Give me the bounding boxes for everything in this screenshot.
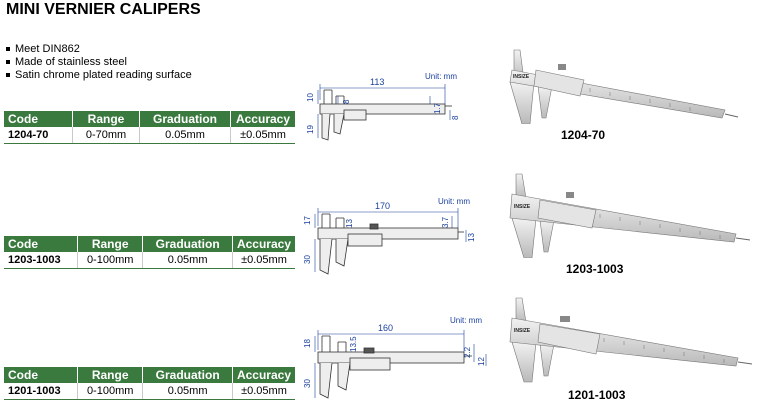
header-range: Range: [77, 367, 144, 383]
scale-ticks: [589, 88, 691, 111]
photo-label: 1201-1003: [568, 388, 626, 402]
dimension-drawing-1203-1003: Unit: mm 170 17 13 30 3.7 13: [303, 197, 476, 275]
dim-d2: 13.5: [349, 336, 358, 352]
caliper-photo-1204-70: INSIZE: [509, 49, 739, 124]
cell-range: 0-100mm: [77, 252, 144, 269]
brand-mark: INSIZE: [514, 204, 531, 210]
cell-accuracy: ±0.05mm: [232, 383, 295, 400]
header-graduation: Graduation: [142, 367, 233, 383]
page-title: MINI VERNIER CALIPERS: [6, 1, 201, 18]
table-row: 1203-1003 0-100mm 0.05mm ±0.05mm: [4, 252, 295, 269]
unit-label: Unit: mm: [438, 197, 470, 206]
dim-d1: 17: [303, 216, 312, 225]
feature-item: Satin chrome plated reading surface: [6, 69, 192, 82]
header-graduation: Graduation: [142, 236, 233, 252]
header-accuracy: Accuracy: [232, 236, 295, 252]
header-code: Code: [4, 367, 79, 383]
header-code: Code: [4, 111, 73, 127]
table-row: 1204-70 0-70mm 0.05mm ±0.05mm: [4, 127, 295, 144]
dim-d1: 18: [303, 339, 312, 348]
feature-item: Made of stainless steel: [6, 56, 192, 69]
header-range: Range: [72, 111, 140, 127]
dim-d1: 10: [306, 93, 315, 102]
cell-graduation: 0.05mm: [142, 252, 233, 269]
dim-length: 113: [370, 77, 384, 87]
caliper-photo-1203-1003: INSIZE: [509, 173, 751, 258]
dim-d4: 3.7: [441, 216, 450, 228]
feature-item: Meet DIN862: [6, 43, 192, 56]
cell-range: 0-70mm: [72, 127, 140, 144]
cell-code: 1203-1003: [4, 252, 79, 269]
spec-table-1203-1003: Code Range Graduation Accuracy 1203-1003…: [4, 236, 295, 269]
dim-d4: 2.2: [463, 346, 472, 358]
dim-d3: 30: [303, 379, 312, 388]
table-row: 1201-1003 0-100mm 0.05mm ±0.05mm: [4, 383, 295, 400]
header-range: Range: [77, 236, 144, 252]
cell-graduation: 0.05mm: [142, 383, 233, 400]
dimension-drawing-1204-70: Unit: mm 113 10 8 19 1.7 8: [306, 72, 460, 141]
dim-d3: 30: [303, 255, 312, 264]
scale-ticks: [603, 338, 725, 363]
photo-label: 1203-1003: [566, 262, 624, 276]
cell-graduation: 0.05mm: [139, 127, 231, 144]
brand-mark: INSIZE: [513, 74, 530, 80]
unit-label: Unit: mm: [425, 72, 457, 81]
spec-table-1201-1003: Code Range Graduation Accuracy 1201-1003…: [4, 367, 295, 400]
cell-accuracy: ±0.05mm: [230, 127, 295, 144]
scale-ticks: [599, 214, 721, 239]
dim-d4: 1.7: [433, 102, 442, 114]
header-graduation: Graduation: [139, 111, 231, 127]
header-accuracy: Accuracy: [230, 111, 295, 127]
dimension-drawing-1201-1003: Unit: mm 160 18 13.5 30 2.2 12: [303, 316, 487, 399]
header-code: Code: [4, 236, 79, 252]
dim-d5: 12: [477, 357, 486, 366]
feature-list: Meet DIN862 Made of stainless steel Sati…: [6, 43, 192, 82]
dim-d3: 19: [306, 125, 315, 134]
dim-d5: 13: [467, 233, 476, 242]
dim-d2: 13: [345, 219, 354, 228]
unit-label: Unit: mm: [450, 316, 482, 325]
header-accuracy: Accuracy: [232, 367, 295, 383]
spec-table-1204-70: Code Range Graduation Accuracy 1204-70 0…: [4, 111, 295, 144]
dim-d5: 8: [451, 115, 460, 120]
photo-label: 1204-70: [561, 128, 606, 142]
dim-length: 170: [375, 201, 390, 211]
caliper-photo-1201-1003: INSIZE: [509, 297, 753, 383]
cell-accuracy: ±0.05mm: [232, 252, 295, 269]
dim-d2: 8: [342, 99, 351, 104]
cell-code: 1201-1003: [4, 383, 79, 400]
dim-length: 160: [378, 323, 393, 333]
cell-range: 0-100mm: [77, 383, 144, 400]
brand-mark: INSIZE: [514, 328, 531, 334]
cell-code: 1204-70: [4, 127, 73, 144]
